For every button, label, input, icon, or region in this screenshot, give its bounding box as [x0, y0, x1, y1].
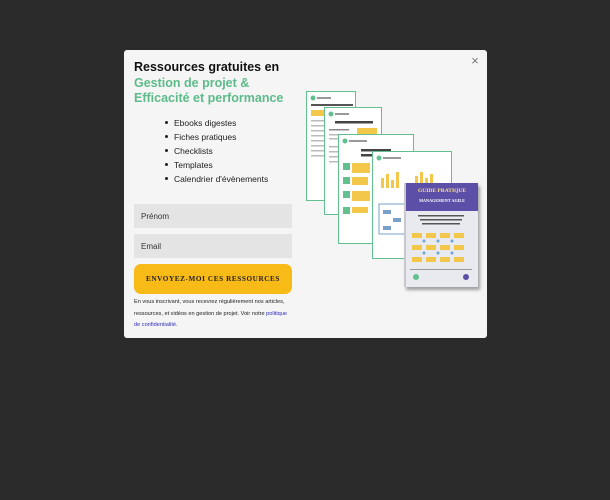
privacy-policy-link[interactable]: politique de confidentialité [134, 310, 287, 329]
legal-text: En vous inscrivant, vous recevrez réguli… [134, 299, 285, 317]
book-cover-header: GUIDE PRATIQUE MANAGEMENT AGILE [406, 183, 478, 211]
list-item: Templates [165, 158, 294, 172]
submit-button[interactable]: ENVOYEZ-MOI CES RESSOURCES [134, 264, 292, 294]
title-accent-line-1: Gestion de projet & [134, 75, 250, 90]
title-accent-line-2: Efficacité et performance [134, 91, 284, 105]
signup-modal: × Ressources gratuites en Gestion de pro… [124, 50, 487, 338]
firstname-field[interactable] [134, 204, 292, 228]
list-item: Fiches pratiques [165, 130, 294, 144]
modal-title: Ressources gratuites en Gestion de proje… [134, 60, 294, 107]
book-cover-art [410, 215, 472, 280]
agile-guide-book: GUIDE PRATIQUE MANAGEMENT AGILE [404, 183, 478, 287]
legal-end: . [175, 322, 178, 328]
resources-illustration: GUIDE PRATIQUE MANAGEMENT AGILE [304, 88, 484, 293]
email-field[interactable] [134, 234, 292, 258]
list-item: Ebooks digestes [165, 116, 294, 130]
book-subtitle: MANAGEMENT AGILE [419, 198, 465, 203]
title-line: Ressources gratuites en [134, 60, 280, 74]
legal-notice: En vous inscrivant, vous recevrez réguli… [134, 297, 294, 332]
list-item: Calendrier d'évènements [165, 172, 294, 186]
list-item: Checklists [165, 144, 294, 158]
resource-list: Ebooks digestes Fiches pratiques Checkli… [134, 116, 294, 186]
close-icon[interactable]: × [471, 53, 479, 68]
modal-content: Ressources gratuites en Gestion de proje… [134, 60, 294, 186]
book-title: GUIDE PRATIQUE [417, 188, 467, 194]
